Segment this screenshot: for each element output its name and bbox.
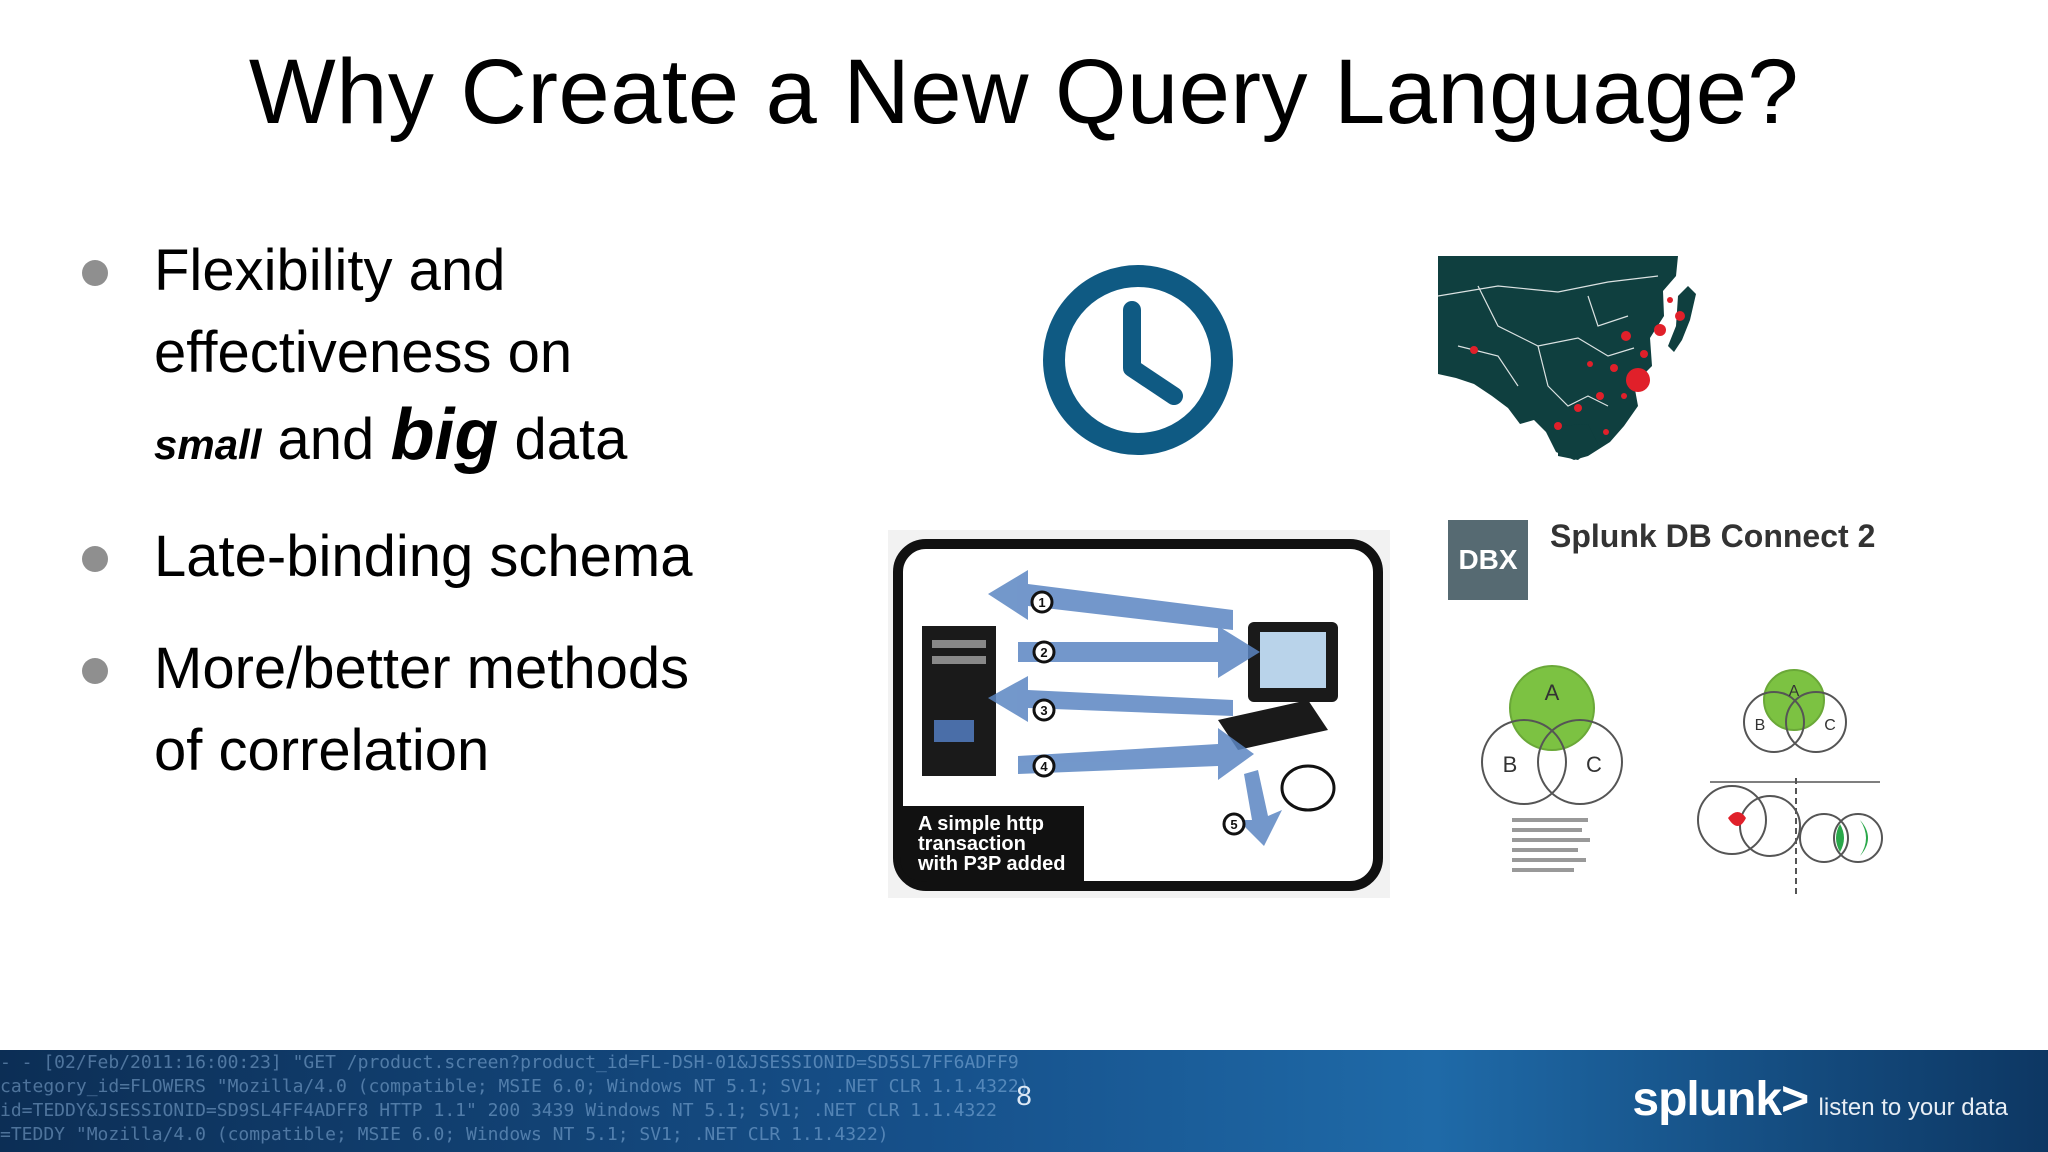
caption-line-3: with P3P added xyxy=(917,853,1065,875)
clock-icon xyxy=(1043,265,1233,455)
log-line: - - [02/Feb/2011:16:00:23] "GET /product… xyxy=(0,1052,1019,1073)
step-1: 1 xyxy=(1038,595,1045,610)
venn-diagrams: A B C A B C xyxy=(1481,665,1883,896)
log-line: id=TEDDY&JSESSIONID=SD9SL4FF4ADFF8 HTTP … xyxy=(0,1100,997,1121)
page-number: 8 xyxy=(1016,1080,1032,1111)
log-line: =TEDDY "Mozilla/4.0 (compatible; MSIE 6.… xyxy=(0,1124,889,1145)
caption-line-1: A simple http xyxy=(918,813,1044,835)
bullet-dot-icon xyxy=(82,546,108,572)
bullet-text: Late-binding schema xyxy=(154,524,693,589)
splunk-brand: splunk> listen to your data xyxy=(1632,1072,2008,1127)
http-diagram-graphic: 1 2 3 4 5 A simple http transaction with… xyxy=(893,539,1383,891)
dbx-title: Splunk DB Connect 2 xyxy=(1550,518,1876,554)
splunk-tagline: listen to your data xyxy=(1818,1094,2008,1121)
bullet-text: of correlation xyxy=(154,718,490,783)
bullet-dot-icon xyxy=(82,658,108,684)
http-p3p-diagram: 1 2 3 4 5 A simple http transaction with… xyxy=(888,530,1390,898)
venn-small-label-a: A xyxy=(1789,683,1800,700)
slide-title: Why Create a New Query Language? xyxy=(248,41,1800,143)
step-5: 5 xyxy=(1230,817,1237,832)
bullet-text: data xyxy=(514,407,628,472)
bullet-correlation: More/better methods of correlation xyxy=(78,628,858,792)
bullet-text: Flexibility and xyxy=(154,238,506,303)
dbx-badge: DBX xyxy=(1448,520,1528,600)
log-line: category_id=FLOWERS "Mozilla/4.0 (compat… xyxy=(0,1076,1030,1097)
step-3: 3 xyxy=(1040,703,1047,718)
caption-line-2: transaction xyxy=(918,833,1026,855)
step-2: 2 xyxy=(1040,645,1047,660)
bullet-late-binding: Late-binding schema xyxy=(78,516,858,598)
emphasis-small: small xyxy=(154,421,262,468)
bullet-list: Flexibility and effectiveness on small a… xyxy=(78,230,858,822)
bullet-text: effectiveness on xyxy=(154,320,573,385)
bullet-dot-icon xyxy=(82,260,108,286)
bullet-text: More/better methods xyxy=(154,636,690,701)
venn-small-label-b: B xyxy=(1755,717,1766,734)
step-4: 4 xyxy=(1040,759,1048,774)
asia-map xyxy=(1438,256,1710,460)
bullet-flexibility: Flexibility and effectiveness on small a… xyxy=(78,230,858,486)
emphasis-big: big xyxy=(390,395,499,475)
footer-bar: - - [02/Feb/2011:16:00:23] "GET /product… xyxy=(0,1050,2048,1152)
venn-label-c: C xyxy=(1586,752,1602,777)
splunk-logo: splunk> xyxy=(1632,1073,1809,1126)
venn-label-b: B xyxy=(1503,752,1518,777)
venn-small-label-c: C xyxy=(1824,717,1836,734)
bullet-text: and xyxy=(277,407,375,472)
venn-label-a: A xyxy=(1545,680,1560,705)
